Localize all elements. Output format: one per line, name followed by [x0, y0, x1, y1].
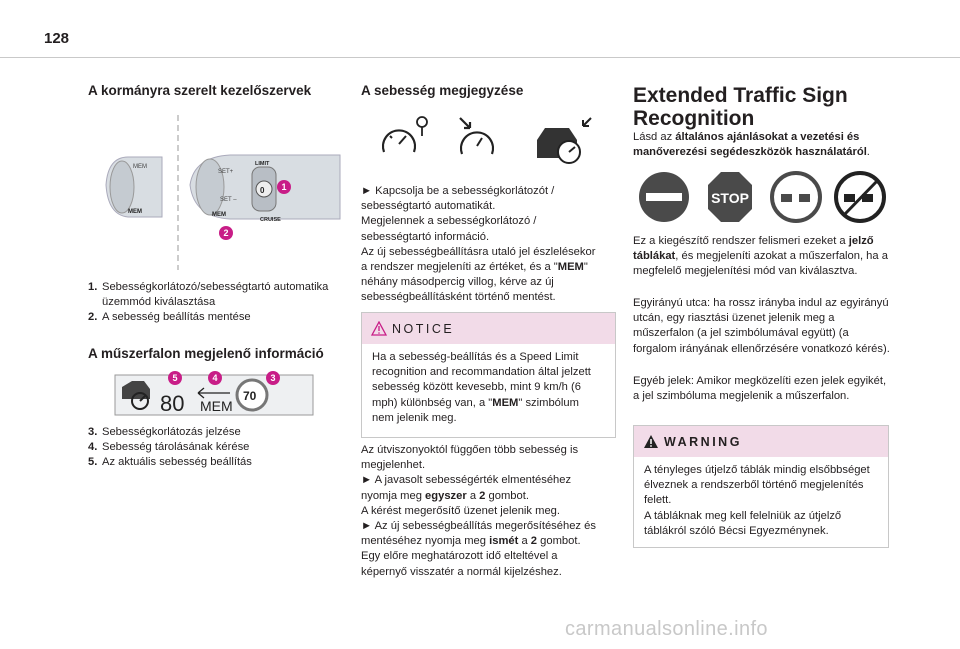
notice-triangle-icon	[371, 321, 387, 336]
warning-box: WARNING A tényleges útjelző táblák mindi…	[633, 425, 889, 548]
callout-marker-1: 1	[277, 180, 291, 194]
top-divider	[0, 57, 960, 58]
other-signs-paragraph: Egyéb jelek: Amikor megközelíti ezen jel…	[633, 375, 887, 403]
traffic-signs-row: STOP	[639, 171, 886, 223]
stop-sign-text: STOP	[711, 190, 749, 206]
notice-header: NOTICE	[362, 313, 615, 344]
display-info-list: 3.Sebességkorlátozás jelzése 4.Sebesség …	[88, 425, 346, 471]
stalk-right-mem: MEM	[212, 212, 226, 218]
stalk-set-plus: SET+	[218, 169, 234, 175]
speed-limiter-icon	[122, 381, 150, 410]
speed-limiter-car-icon	[537, 117, 592, 164]
list-item: 2.A sebesség beállítás mentése	[88, 311, 251, 324]
warning-header: WARNING	[634, 426, 888, 457]
steering-stalk-illustration: MEM MEM SET+ SET – MEM 0 LIMIT CRUISE	[105, 115, 341, 270]
speedometer-pin-icon	[381, 116, 428, 153]
memorize-paragraph-2: Az útviszonyoktól függően több sebesség …	[361, 444, 596, 578]
notice-body: Ha a sebesség-beállítás és a Speed Limit…	[372, 351, 591, 424]
stalk-left-mem: MEM	[128, 209, 142, 215]
callout-marker-4: 4	[208, 371, 222, 385]
list-item: 4.Sebesség tárolásának kérése	[88, 441, 250, 454]
page-title-line1: Extended Traffic Sign	[633, 84, 848, 107]
stalk-limit-label: LIMIT	[255, 161, 270, 167]
watermark-text: carmanualsonline.info	[565, 618, 768, 640]
list-item: 3.Sebességkorlátozás jelzése	[88, 426, 241, 438]
section-heading-controls: A kormányra szerelt kezelőszervek	[88, 83, 312, 98]
list-item: 5.Az aktuális sebesség beállítás	[88, 456, 252, 469]
speedometer-arrow-icon	[459, 117, 495, 155]
stop-sign-icon: STOP	[708, 172, 752, 222]
column-controls: A kormányra szerelt kezelőszervek	[88, 82, 346, 99]
memorize-icons-row	[381, 116, 592, 164]
no-overtaking-sign-icon	[770, 171, 822, 223]
warning-body: A tényleges útjelző táblák mindig elsőbb…	[644, 464, 870, 537]
warning-label: WARNING	[664, 435, 742, 449]
speed-sign-icon	[235, 378, 269, 412]
stalk-cruise-label: CRUISE	[260, 217, 281, 223]
list-item: 1.Sebességkorlátozó/sebességtartó automa…	[88, 281, 329, 309]
section-heading-memorize: A sebesség megjegyzése	[361, 83, 524, 98]
instrument-display-illustration: 80 MEM 70	[114, 374, 314, 416]
display-speed: 80	[160, 391, 184, 416]
page-title-line2: Recognition	[633, 107, 755, 130]
page-number: 128	[44, 30, 70, 47]
controls-list: 1.Sebességkorlátozó/sebességtartó automa…	[88, 280, 346, 326]
memorize-paragraph: ► Kapcsolja be a sebességkorlátozót / se…	[361, 185, 596, 304]
callout-marker-3: 3	[266, 371, 280, 385]
callout-marker-5: 5	[168, 371, 182, 385]
recognition-paragraph: Ez a kiegészítő rendszer felismeri ezeke…	[633, 235, 888, 278]
column-traffic-sign: Extended Traffic Sign Recognition	[633, 84, 893, 130]
stalk-set-minus: SET –	[220, 197, 237, 203]
stalk-zero: 0	[260, 186, 265, 195]
warning-triangle-icon	[644, 435, 658, 448]
display-sign-value: 70	[243, 389, 257, 403]
end-no-overtaking-sign-icon	[834, 171, 886, 223]
no-entry-sign-icon	[639, 172, 689, 222]
stalk-left-mem-top: MEM	[133, 164, 147, 170]
callout-marker-2: 2	[219, 226, 233, 240]
notice-label: NOTICE	[392, 322, 455, 336]
one-way-paragraph: Egyirányú utca: ha rossz irányba indul a…	[633, 297, 890, 355]
notice-box: NOTICE Ha a sebesség-beállítás és a Spee…	[361, 312, 616, 438]
section-heading-display: A műszerfalon megjelenő információ	[88, 346, 324, 361]
intro-paragraph: Lásd az általános ajánlásokat a vezetési…	[633, 131, 870, 159]
display-mem: MEM	[200, 398, 233, 414]
